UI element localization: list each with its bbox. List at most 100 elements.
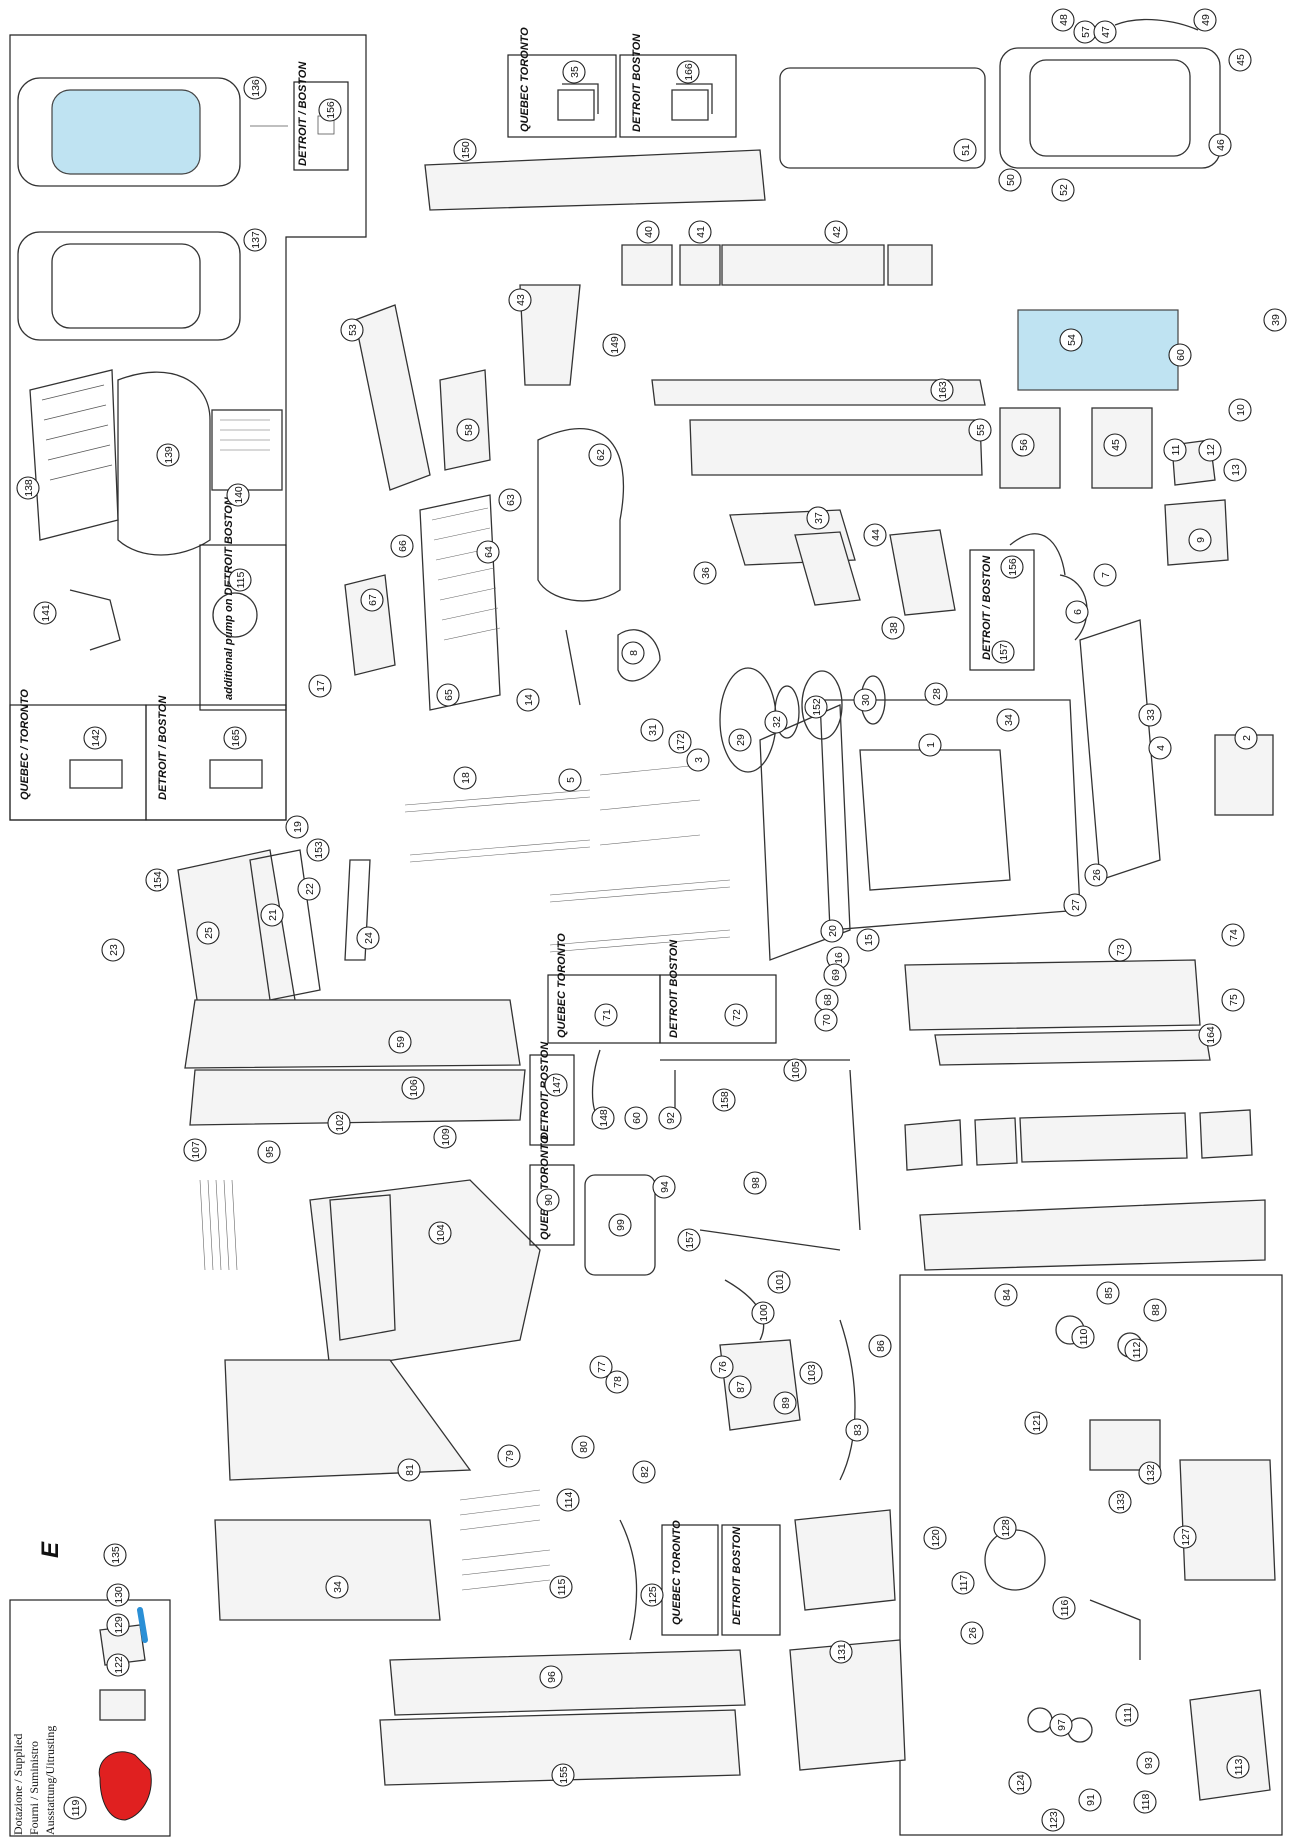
- callout-circle: [829, 1640, 853, 1664]
- callout-number: 20: [827, 925, 839, 937]
- part-callout: 98: [743, 1171, 767, 1195]
- callout-circle: [1136, 1751, 1160, 1775]
- callout-circle: [1193, 8, 1217, 32]
- pipe-103: [699, 1229, 841, 1251]
- callout-number: 121: [1031, 1414, 1043, 1432]
- callout-circle: [1198, 438, 1222, 462]
- callout-circle: [508, 288, 532, 312]
- part-callout: 38: [881, 616, 905, 640]
- callout-number: 150: [460, 141, 472, 159]
- callout-circle: [1108, 1490, 1132, 1514]
- callout-number: 86: [875, 1340, 887, 1352]
- part-callout: 147: [544, 1073, 568, 1097]
- callout-circle: [1115, 1703, 1139, 1727]
- supplied-items-box: [9, 1599, 171, 1837]
- callout-number: 68: [822, 994, 834, 1006]
- part-callout: 67: [360, 588, 384, 612]
- callout-circle: [558, 768, 582, 792]
- callout-circle: [1041, 1808, 1065, 1832]
- callout-circle: [549, 1575, 573, 1599]
- callout-number: 27: [1070, 899, 1082, 911]
- callout-circle: [930, 378, 954, 402]
- part-callout: 68: [815, 988, 839, 1012]
- callout-number: 142: [90, 729, 102, 747]
- part-callout: 60: [624, 1106, 648, 1130]
- callout-circle: [196, 921, 220, 945]
- part-callout: 94: [652, 1175, 676, 1199]
- part-callout: 115: [549, 1575, 573, 1599]
- callout-circle: [1263, 308, 1287, 332]
- callout-number: 60: [1175, 349, 1187, 361]
- part-callout: 57: [1073, 20, 1097, 44]
- callout-circle: [1008, 1771, 1032, 1795]
- callout-circle: [243, 76, 267, 100]
- part-callout: 64: [476, 540, 500, 564]
- callout-number: 158: [719, 1091, 731, 1109]
- part-callout: 53: [340, 318, 364, 342]
- part-callout: 112: [1124, 1338, 1148, 1362]
- callout-circle: [1143, 1298, 1167, 1322]
- callout-circle: [951, 1571, 975, 1595]
- part-callout: 22: [297, 877, 321, 901]
- callout-circle: [845, 1418, 869, 1442]
- part-callout: 154: [145, 868, 169, 892]
- callout-number: 3: [693, 757, 705, 763]
- callout-circle: [710, 1355, 734, 1379]
- part-callout: 128: [993, 1516, 1017, 1540]
- callout-number: 156: [1007, 558, 1019, 576]
- callout-circle: [814, 1008, 838, 1032]
- callout-circle: [1226, 1755, 1250, 1779]
- part-callout: 34: [325, 1575, 349, 1599]
- callout-circle: [1198, 1023, 1222, 1047]
- part-callout: 78: [605, 1370, 629, 1394]
- part-callout: 106: [401, 1076, 425, 1100]
- callout-circle: [881, 616, 905, 640]
- part-callout: 92: [658, 1106, 682, 1130]
- callout-number: 26: [1091, 869, 1103, 881]
- callout-number: 32: [771, 716, 783, 728]
- panel-41-bottom: [1019, 1112, 1188, 1163]
- callout-number: 97: [1056, 1719, 1068, 1731]
- callout-number: 37: [813, 512, 825, 524]
- part-callout: 155: [551, 1763, 575, 1787]
- part-callout: 52: [1051, 178, 1075, 202]
- callout-circle: [640, 718, 664, 742]
- part-callout: 62: [588, 443, 612, 467]
- callout-number: 19: [292, 821, 304, 833]
- callout-number: 92: [665, 1112, 677, 1124]
- housing-87: [309, 1179, 541, 1371]
- part-callout: 24: [356, 926, 380, 950]
- callout-circle: [863, 523, 887, 547]
- callout-circle: [228, 568, 252, 592]
- callout-number: 93: [1143, 1757, 1155, 1769]
- callout-circle: [1108, 938, 1132, 962]
- callout-circle: [1138, 703, 1162, 727]
- burner-assembly-138: [29, 369, 119, 541]
- callout-circle: [360, 588, 384, 612]
- callout-number: 25: [203, 927, 215, 939]
- part-callout: 14: [516, 688, 540, 712]
- callout-circle: [1221, 923, 1245, 947]
- cylinder-29: [801, 670, 843, 740]
- callout-number: 9: [1195, 537, 1207, 543]
- callout-circle: [918, 733, 942, 757]
- callout-circle: [1208, 133, 1232, 157]
- callout-circle: [806, 506, 830, 530]
- part-callout: 117: [951, 1571, 975, 1595]
- callout-number: 155: [558, 1766, 570, 1784]
- part-callout: 43: [508, 288, 532, 312]
- callout-circle: [183, 1138, 207, 1162]
- callout-number: 29: [735, 734, 747, 746]
- part-callout: 47: [1093, 20, 1117, 44]
- callout-circle: [223, 726, 247, 750]
- quebec-toronto-157-box: [529, 1164, 575, 1246]
- part-callout: 148: [591, 1106, 615, 1130]
- callout-circle: [688, 220, 712, 244]
- callout-circle: [103, 1543, 127, 1567]
- part-callout: 150: [453, 138, 477, 162]
- callout-circle: [991, 640, 1015, 664]
- part-callout: 42: [824, 220, 848, 244]
- callout-number: 53: [347, 324, 359, 336]
- callout-circle: [1103, 433, 1127, 457]
